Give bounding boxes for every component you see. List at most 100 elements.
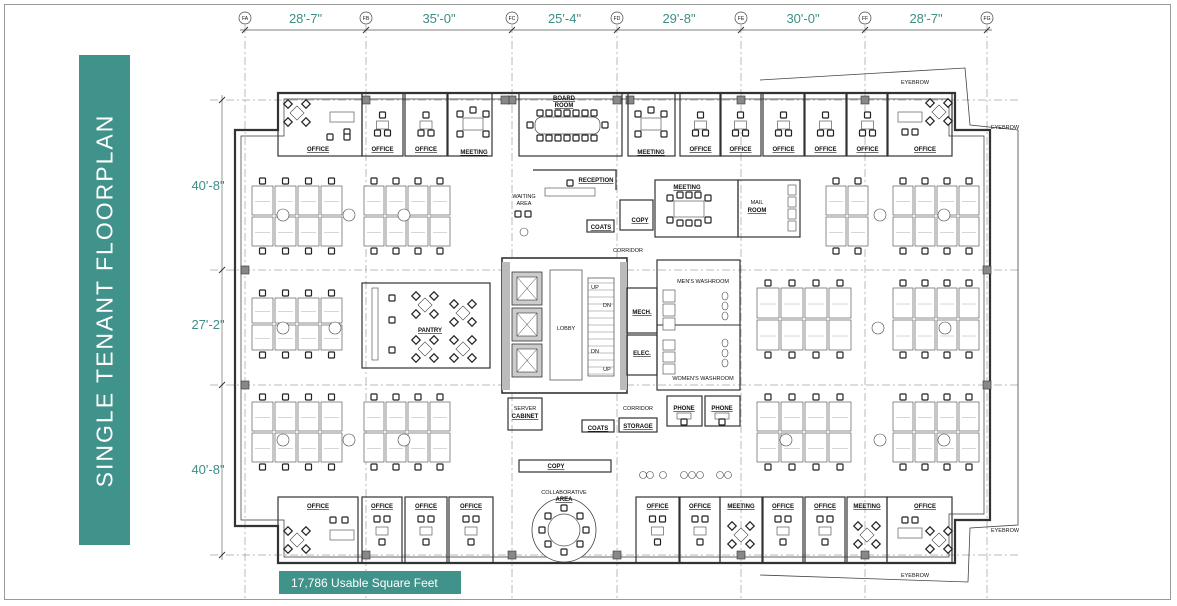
desk bbox=[320, 432, 343, 463]
dimension-tick bbox=[218, 551, 226, 559]
chair bbox=[436, 247, 444, 255]
desk bbox=[251, 432, 274, 463]
row-dimension: 40'-8" bbox=[191, 462, 225, 477]
toilet-stall bbox=[662, 339, 676, 351]
chair bbox=[427, 129, 435, 137]
desk bbox=[828, 432, 852, 463]
chair bbox=[590, 109, 598, 117]
chair bbox=[572, 109, 580, 117]
chair bbox=[821, 538, 829, 546]
desk bbox=[936, 216, 958, 247]
desk bbox=[694, 120, 707, 130]
chair bbox=[741, 129, 750, 137]
room-wall bbox=[518, 92, 623, 157]
lounge-chair bbox=[282, 98, 294, 110]
room-wall bbox=[447, 92, 493, 157]
desk bbox=[429, 185, 451, 216]
chair bbox=[370, 393, 378, 401]
chair bbox=[514, 210, 522, 218]
lounge-chair bbox=[428, 290, 440, 302]
lounge-chair bbox=[410, 308, 422, 320]
chair bbox=[341, 516, 349, 524]
lounge-chair bbox=[300, 98, 312, 110]
room-wall bbox=[277, 496, 359, 564]
desk bbox=[958, 216, 980, 247]
chair bbox=[327, 393, 336, 401]
toilet-stall bbox=[662, 363, 676, 375]
column-dimension: 25'-4" bbox=[548, 11, 582, 26]
chair bbox=[281, 351, 290, 359]
chair bbox=[921, 279, 929, 287]
room-wall bbox=[762, 92, 805, 157]
desk bbox=[756, 319, 780, 351]
desk bbox=[780, 287, 804, 319]
chair bbox=[304, 351, 313, 359]
chair bbox=[943, 463, 951, 471]
chair bbox=[965, 279, 973, 287]
sink bbox=[721, 348, 729, 358]
room-wall bbox=[719, 496, 763, 564]
waiting-label: WAITING bbox=[512, 194, 535, 200]
dimension-tick bbox=[218, 266, 226, 274]
room-label: COATS bbox=[591, 225, 612, 231]
chair bbox=[694, 219, 702, 227]
desk bbox=[756, 401, 780, 432]
room-wall bbox=[361, 282, 491, 369]
desk bbox=[640, 117, 662, 131]
chair bbox=[943, 351, 951, 359]
grid-bubble bbox=[980, 11, 994, 25]
round-table bbox=[639, 471, 647, 479]
desk bbox=[297, 324, 320, 351]
desk bbox=[385, 216, 407, 247]
chair bbox=[788, 351, 796, 359]
desk bbox=[363, 216, 385, 247]
chair bbox=[911, 516, 919, 524]
room-wall bbox=[404, 92, 448, 157]
desk bbox=[861, 120, 874, 130]
structural-column bbox=[982, 380, 992, 390]
room-label: OFFICE bbox=[460, 504, 482, 510]
structural-column bbox=[500, 95, 510, 105]
desk bbox=[251, 401, 274, 432]
room-wall bbox=[619, 199, 654, 231]
room-wall bbox=[804, 496, 846, 564]
room-label: OFFICE bbox=[689, 504, 711, 510]
chair bbox=[388, 346, 396, 354]
desk bbox=[892, 401, 914, 432]
desk bbox=[804, 287, 828, 319]
lounge-chair bbox=[282, 116, 294, 128]
eyebrow-label: EYEBROW bbox=[901, 80, 930, 86]
grid-label: FB bbox=[363, 16, 370, 22]
chair bbox=[563, 109, 571, 117]
column-dimension: 29'-8" bbox=[662, 11, 696, 26]
desk bbox=[714, 412, 730, 420]
chair bbox=[816, 515, 824, 523]
desk bbox=[847, 216, 869, 247]
chair bbox=[566, 179, 574, 187]
chair bbox=[581, 134, 589, 142]
lounge-chair bbox=[466, 352, 478, 364]
desk bbox=[676, 412, 692, 420]
grid-bubble bbox=[359, 11, 373, 25]
chair bbox=[666, 194, 674, 202]
chair bbox=[921, 247, 929, 255]
lounge-table bbox=[931, 532, 947, 548]
room-wall bbox=[719, 92, 762, 157]
chair bbox=[281, 463, 290, 471]
chair bbox=[392, 463, 400, 471]
grid-bubble bbox=[734, 11, 748, 25]
chair bbox=[482, 130, 490, 138]
chair bbox=[388, 294, 396, 302]
desk bbox=[825, 185, 847, 216]
desk bbox=[320, 401, 343, 432]
lounge-table bbox=[931, 104, 947, 120]
corridor-label: CORRIDOR bbox=[623, 406, 653, 412]
desk bbox=[734, 120, 747, 130]
chair bbox=[482, 110, 490, 118]
row-dimension: 40'-8" bbox=[191, 178, 225, 193]
stair-up-label: UP bbox=[603, 367, 611, 373]
grid-label: FG bbox=[984, 16, 991, 22]
chair bbox=[414, 177, 422, 185]
room-wall bbox=[581, 419, 615, 433]
desk bbox=[914, 319, 936, 351]
